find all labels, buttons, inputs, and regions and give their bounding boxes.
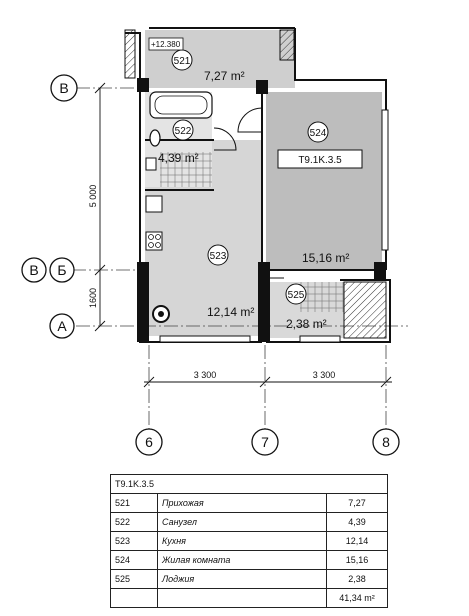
room-tag-525 <box>285 283 307 305</box>
axis-bubble-6 <box>135 428 163 456</box>
room-id-cell: 523 <box>110 531 158 551</box>
columns <box>137 78 386 342</box>
room-area-cell: 7,27 <box>326 493 388 513</box>
level-mark-box <box>148 37 184 51</box>
bath-tiles <box>160 152 212 187</box>
axis-bubble-b <box>49 257 75 283</box>
bathtub-inner <box>154 95 208 115</box>
table-title-row: T9.1K.3.5 <box>110 474 388 494</box>
room-name-cell: Санузел <box>157 512 327 532</box>
room-area-cell: 12,14 <box>326 531 388 551</box>
table-row: 524 Жилая комната 15,16 <box>110 550 388 570</box>
room-name-cell: Лоджия <box>157 569 327 589</box>
level-mark: +12.380 <box>151 40 181 49</box>
table-title: T9.1K.3.5 <box>110 474 388 494</box>
bathtub-icon <box>149 91 213 119</box>
boiler-core <box>158 311 164 317</box>
dim-horizontal-left: 3 300 <box>194 370 217 380</box>
axis-label-6: 6 <box>145 434 153 450</box>
washbasin-icon <box>145 157 157 171</box>
room-name-cell: Кухня <box>157 531 327 551</box>
axis-bubble-8 <box>372 428 400 456</box>
stove-burners <box>148 234 161 248</box>
room-number-521: 521 <box>174 56 191 67</box>
hatched-wall-loggia <box>343 281 387 339</box>
axis-bubble-a <box>49 313 75 339</box>
room-area-522: 4,39 m² <box>158 151 199 165</box>
room-schedule-table: T9.1K.3.5 521 Прихожая 7,27 522 Санузел … <box>110 474 388 608</box>
unit-code: T9.1K.3.5 <box>298 155 342 166</box>
dim-vertical-5000: 5 000 <box>88 185 98 208</box>
table-total-row: 41,34 m² <box>110 588 388 608</box>
vertical-dimension-line <box>94 82 106 332</box>
room-number-524: 524 <box>310 128 327 139</box>
stove-icon <box>145 231 163 251</box>
axis-bubble-v <box>50 74 78 102</box>
loggia-tiles <box>300 282 344 312</box>
room-name-cell: Прихожая <box>157 493 327 513</box>
dim-vertical-1600: 1600 <box>88 288 98 308</box>
axis-label-7: 7 <box>261 434 269 450</box>
table-row: 523 Кухня 12,14 <box>110 531 388 551</box>
toilet-icon <box>149 129 161 147</box>
axis-bubble-b-tag <box>21 257 47 283</box>
room-id-cell: 522 <box>110 512 158 532</box>
table-row: 525 Лоджия 2,38 <box>110 569 388 589</box>
axis-label-v: В <box>59 80 68 96</box>
axis-label-8: 8 <box>382 434 390 450</box>
room-area-cell: 4,39 <box>326 512 388 532</box>
total-area-cell: 41,34 m² <box>326 588 388 608</box>
windows <box>159 109 389 343</box>
floor-plan: 521 522 524 523 525 7,27 m² 4,39 m² 12,1… <box>21 27 408 456</box>
axis-bubble-7 <box>251 428 279 456</box>
room-number-523: 523 <box>210 251 227 262</box>
room-tag-524 <box>307 121 329 143</box>
room-fill-living <box>266 92 382 270</box>
door-swings <box>213 107 284 279</box>
sink-icon <box>145 195 163 213</box>
room-tag-523 <box>207 244 229 266</box>
axis-label-a: А <box>57 318 67 334</box>
hatched-wall-top-right <box>279 29 295 61</box>
room-area-524: 15,16 m² <box>302 251 349 265</box>
hatched-wall-entry <box>124 29 136 79</box>
room-tag-522 <box>172 119 194 141</box>
horizontal-dimension-line <box>143 376 392 388</box>
room-number-522: 522 <box>175 126 192 137</box>
room-id-cell: 521 <box>110 493 158 513</box>
room-area-cell: 2,38 <box>326 569 388 589</box>
room-number-525: 525 <box>288 290 305 301</box>
unit-code-box <box>277 149 363 169</box>
room-area-521: 7,27 m² <box>204 69 245 83</box>
table-row: 522 Санузел 4,39 <box>110 512 388 532</box>
room-area-523: 12,14 m² <box>207 305 254 319</box>
axis-label-b-tag: В <box>29 262 38 278</box>
room-area-525: 2,38 m² <box>286 317 327 331</box>
room-id-cell: 524 <box>110 550 158 570</box>
room-name-cell: Жилая комната <box>157 550 327 570</box>
room-area-cell: 15,16 <box>326 550 388 570</box>
table-row: 521 Прихожая 7,27 <box>110 493 388 513</box>
axis-label-b: Б <box>57 262 66 278</box>
room-id-cell: 525 <box>110 569 158 589</box>
dim-horizontal-right: 3 300 <box>313 370 336 380</box>
